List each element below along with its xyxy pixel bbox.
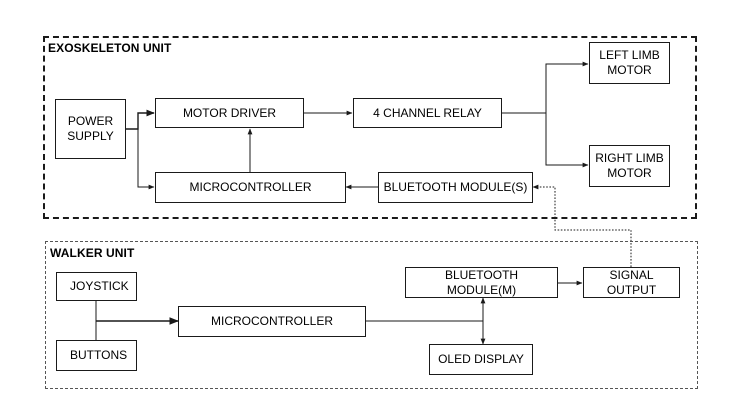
wire-signal-output-to-bluetooth-s <box>532 184 632 267</box>
oled-display-block: OLED DISPLAY <box>429 344 533 375</box>
exo-microcontroller-block: MICROCONTROLLER <box>155 172 346 203</box>
wire-power-to-microcontroller <box>137 129 155 190</box>
signal-output-block: SIGNAL OUTPUT <box>583 267 680 298</box>
bluetooth-module-m-block: BLUETOOTH MODULE(M) <box>405 267 558 298</box>
right-limb-motor-block: RIGHT LIMB MOTOR <box>589 145 670 187</box>
power-supply-block: POWER SUPPLY <box>55 99 126 159</box>
wire-relay-to-left-limb <box>545 61 589 113</box>
exoskeleton-unit-frame <box>43 36 697 219</box>
wire-relay-to-right-limb <box>545 113 589 168</box>
bluetooth-module-s-block: BLUETOOTH MODULE(S) <box>378 172 533 203</box>
walker-microcontroller-block: MICROCONTROLLER <box>178 306 366 337</box>
walker-unit-title: WALKER UNIT <box>50 246 135 260</box>
wire-power-to-motor-driver <box>126 109 155 130</box>
walker-unit-frame <box>45 241 698 389</box>
motor-driver-block: MOTOR DRIVER <box>155 98 304 128</box>
relay-block: 4 CHANNEL RELAY <box>353 98 502 128</box>
joystick-block: JOYSTICK <box>56 272 137 301</box>
left-limb-motor-block: LEFT LIMB MOTOR <box>589 42 670 84</box>
exoskeleton-unit-title: EXOSKELETON UNIT <box>48 41 172 55</box>
buttons-block: BUTTONS <box>56 340 137 371</box>
